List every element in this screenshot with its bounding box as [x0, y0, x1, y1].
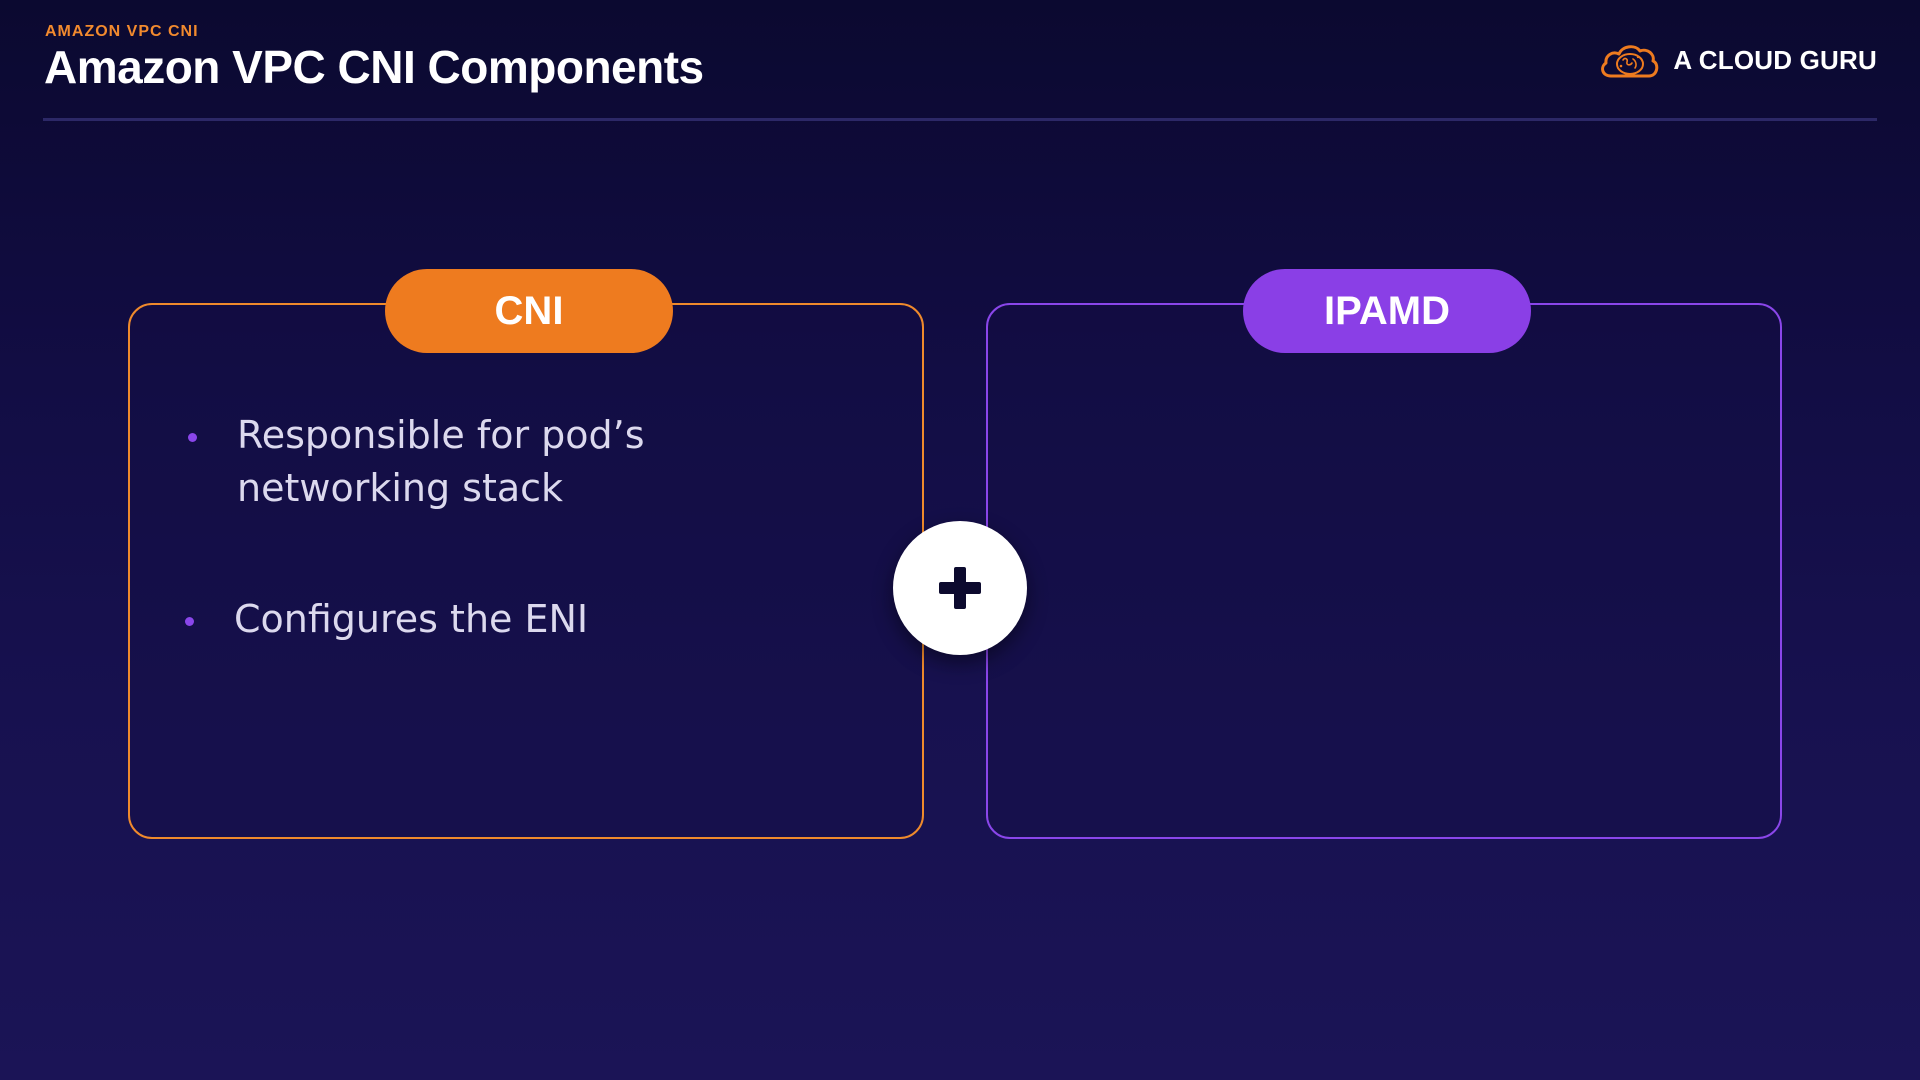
bullet-dot-icon	[185, 617, 194, 626]
cni-card: CNI Responsible for pod’s networking sta…	[128, 269, 924, 839]
ipamd-card: IPAMD	[986, 269, 1782, 839]
brand-logo: A CLOUD GURU	[1597, 38, 1877, 82]
section-eyebrow: AMAZON VPC CNI	[45, 23, 199, 40]
header-divider	[43, 118, 1877, 121]
cloud-guru-logo-icon	[1601, 45, 1659, 78]
brand-name: A CLOUD GURU	[1673, 44, 1877, 75]
cni-bullet-text: Configures the ENI	[234, 597, 589, 641]
plus-icon	[939, 567, 981, 609]
bullet-dot-icon	[188, 433, 197, 442]
slide-title: Amazon VPC CNI Components	[44, 41, 704, 93]
cni-label-pill: CNI	[385, 269, 673, 353]
ipamd-label-pill: IPAMD	[1243, 269, 1531, 353]
cni-bullet-text: Responsible for pod’s networking stack	[237, 413, 645, 510]
plus-connector	[893, 521, 1027, 655]
cni-bullet-item: Configures the ENI	[185, 593, 588, 646]
cni-bullet-item: Responsible for pod’s networking stack	[188, 409, 645, 515]
